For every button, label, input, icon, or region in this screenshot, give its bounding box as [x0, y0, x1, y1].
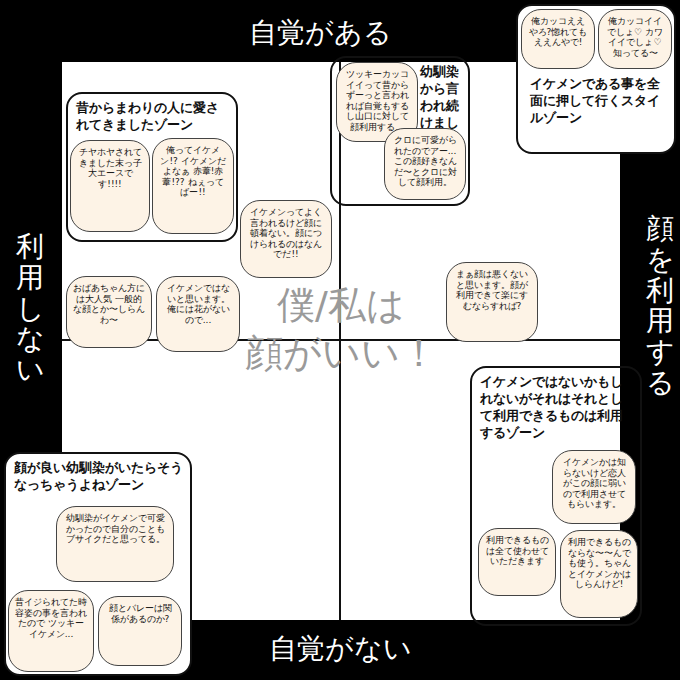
zone-panel: 幼馴染から言われ続けましたゾーンツッキーカッコイイって昔からずーっと言われれば自…: [330, 56, 470, 206]
zone-heading: イケメンではないかもしれないがそれはそれとして利用できるものは利用するゾーン: [480, 374, 632, 442]
speech-text: イケメンではないと思います。俺には花がないので...: [163, 283, 233, 325]
zone-panel: 顔が良い幼馴染がいたらそうなっちゃうよねゾーン幼馴染がイケメンで可愛かったので自…: [4, 452, 192, 676]
zone-heading: イケメンである事を全面に押して行くスタイルゾーン: [530, 76, 668, 127]
axis-label-top: 自覚がある: [240, 14, 400, 52]
center-watermark: 僕/私は 顔がいい！: [236, 282, 446, 377]
character-bubble: 利用できるものは全て使わせていただきます: [478, 528, 556, 596]
speech-text: 幼馴染がイケメンで可愛かったので自分のこともブサイクだと思ってる。: [63, 513, 167, 545]
zone-heading: 昔からまわりの人に愛されてきましたゾーン: [76, 100, 230, 134]
character-bubble: 俺カッコええやろ?惚れてもええんやで!: [521, 9, 595, 69]
speech-text: まぁ顔は悪くないと思います。顔が利用できて楽にすむならすれば?: [453, 269, 531, 311]
zone-heading: 顔が良い幼馴染がいたらそうなっちゃうよねゾーン: [14, 460, 184, 494]
speech-text: 俺カッコイイでしょ♡ カワイイでしょ♡ 知ってる〜: [605, 16, 665, 58]
character-bubble: おばあちゃん方には大人気 一般的な顔とか〜しらんわ〜: [66, 276, 152, 348]
character-bubble: 俺カッコイイでしょ♡ カワイイでしょ♡ 知ってる〜: [598, 9, 672, 69]
speech-text: クロに可愛がられたのでアー...この顔好きなんだ〜とクロに対して顔利用。: [391, 135, 459, 188]
character-bubble: 昔イジられてた時容姿の事を言われたので ツッキーイケメン...: [8, 590, 94, 672]
speech-text: 顔とバレーは関係があるのか?: [105, 603, 175, 624]
character-bubble: イケメンかは知らないけど恋人がこの顔に弱いので利用させてもらいます。: [552, 450, 636, 524]
speech-text: 利用できるものは全て使わせていただきます: [485, 535, 549, 567]
axis-label-bottom: 自覚がない: [250, 630, 430, 668]
character-bubble: 顔とバレーは関係があるのか?: [98, 596, 182, 666]
zone-panel: イケメンではないかもしれないがそれはそれとして利用できるものは利用するゾーンイケ…: [470, 366, 642, 626]
character-bubble: イケメンってよく言われるけど顔に頓着ない。顔につけられるのはなんでだ!!: [240, 200, 332, 278]
character-bubble: チヤホヤされてきました末っ子大エースです!!!!: [70, 140, 150, 232]
character-bubble: 幼馴染がイケメンで可愛かったので自分のこともブサイクだと思ってる。: [56, 506, 174, 582]
speech-text: おばあちゃん方には大人気 一般的な顔とか〜しらんわ〜: [73, 283, 145, 325]
axis-label-left: 利用しない: [16, 232, 44, 386]
speech-text: イケメンってよく言われるけど顔に頓着ない。顔につけられるのはなんでだ!!: [247, 207, 325, 260]
axis-label-right: 顔を利用する: [646, 214, 674, 399]
character-bubble: 利用できるものならな〜〜んでも使う。ちゃんとイケメンかはしらんけど!: [560, 530, 638, 618]
speech-text: ツッキーカッコイイって昔からずーっと言われれば自覚もするし山口に対して顔利用する…: [343, 69, 411, 133]
character-bubble: クロに可愛がられたのでアー...この顔好きなんだ〜とクロに対して顔利用。: [384, 128, 466, 200]
speech-text: 昔イジられてた時容姿の事を言われたので ツッキーイケメン...: [15, 597, 87, 639]
speech-text: 利用できるものならな〜〜んでも使う。ちゃんとイケメンかはしらんけど!: [567, 537, 631, 590]
speech-text: 俺カッコええやろ?惚れてもええんやで!: [528, 16, 588, 48]
zone-panel: 昔からまわりの人に愛されてきましたゾーンチヤホヤされてきました末っ子大エースです…: [66, 92, 238, 242]
character-bubble: まぁ顔は悪くないと思います。顔が利用できて楽にすむならすれば?: [446, 262, 538, 342]
speech-text: チヤホヤされてきました末っ子大エースです!!!!: [77, 147, 143, 189]
speech-text: イケメンかは知らないけど恋人がこの顔に弱いので利用させてもらいます。: [559, 457, 629, 510]
speech-text: 俺ってイケメン!? イケメンだよなぁ 赤葦!赤葦!?? ねぇってばー!!: [159, 145, 227, 198]
zone-panel: イケメンである事を全面に押して行くスタイルゾーン 俺カッコええやろ?惚れてもええん…: [516, 4, 676, 154]
character-bubble: イケメンではないと思います。俺には花がないので...: [156, 276, 240, 352]
character-bubble: 俺ってイケメン!? イケメンだよなぁ 赤葦!赤葦!?? ねぇってばー!!: [152, 138, 234, 234]
